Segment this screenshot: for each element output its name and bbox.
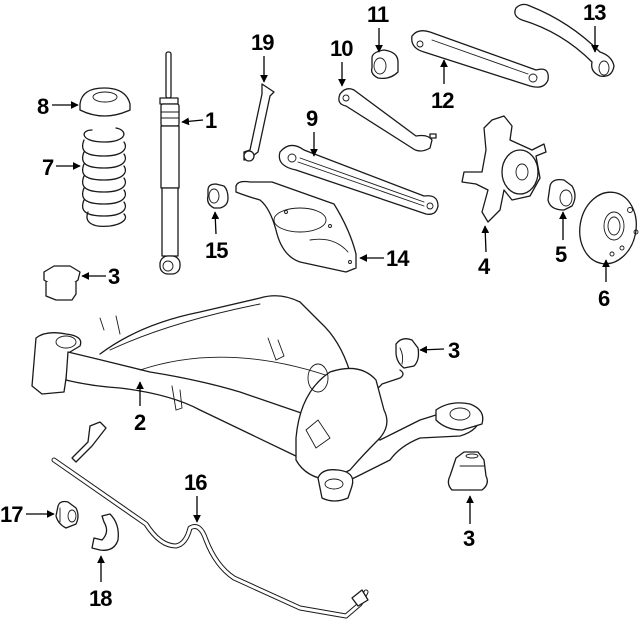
callout-18-label: 18	[89, 586, 112, 611]
callout-16[interactable]: 16	[184, 470, 208, 523]
callout-14-label: 14	[386, 246, 410, 271]
upper-control-arm-part[interactable]	[411, 30, 549, 88]
subframe-mount-lower-part[interactable]	[447, 451, 488, 491]
callout-1[interactable]: 1	[181, 108, 218, 133]
toe-link-part[interactable]	[338, 88, 437, 152]
callout-4[interactable]: 4	[478, 225, 492, 279]
callout-9[interactable]: 9	[306, 106, 319, 157]
callout-16-label: 16	[184, 470, 207, 495]
callout-4-label: 4	[478, 254, 491, 279]
callout-10-label: 10	[330, 36, 353, 61]
callout-11[interactable]: 11	[367, 2, 390, 53]
callout-6[interactable]: 6	[598, 259, 611, 311]
spring-insulator-part[interactable]	[79, 87, 131, 117]
callout-3c-label: 3	[463, 526, 475, 551]
callout-2[interactable]: 2	[134, 381, 147, 435]
callout-3b[interactable]: 3	[419, 338, 461, 363]
shock-absorber-part[interactable]	[159, 51, 181, 275]
callout-8-label: 8	[37, 94, 49, 119]
knuckle-part[interactable]	[461, 115, 547, 223]
callout-13-label: 13	[583, 0, 606, 25]
callout-13[interactable]: 13	[583, 0, 607, 53]
callout-2-label: 2	[134, 410, 146, 435]
callout-5[interactable]: 5	[555, 211, 568, 267]
stabilizer-bar-part[interactable]	[51, 421, 369, 619]
callout-19-label: 19	[251, 30, 274, 55]
callout-17[interactable]: 17	[0, 502, 55, 527]
callout-10[interactable]: 10	[330, 36, 354, 87]
callout-15[interactable]: 15	[205, 211, 229, 263]
callout-19[interactable]: 19	[251, 30, 275, 83]
lateral-arm-part[interactable]	[278, 144, 439, 215]
wheel-bearing-part[interactable]	[547, 178, 576, 211]
callout-15-label: 15	[205, 238, 228, 263]
stabilizer-bushing-part[interactable]	[55, 500, 79, 529]
callout-12[interactable]: 12	[431, 59, 455, 113]
stabilizer-link-part[interactable]	[243, 83, 275, 162]
bushing-11-part[interactable]	[370, 49, 399, 80]
coil-spring-part[interactable]	[81, 127, 127, 228]
callout-3c[interactable]: 3	[463, 495, 476, 551]
camber-arm-part[interactable]	[514, 3, 615, 77]
callout-7[interactable]: 7	[42, 155, 81, 180]
callout-7-label: 7	[42, 155, 54, 180]
callout-9-label: 9	[306, 106, 318, 131]
callout-5-label: 5	[555, 242, 567, 267]
hub-part[interactable]	[574, 188, 640, 269]
subframe-mount-right-part[interactable]	[395, 338, 420, 369]
lower-control-arm-part[interactable]	[235, 180, 357, 273]
callout-1-label: 1	[205, 108, 217, 133]
callout-18[interactable]: 18	[89, 555, 113, 611]
lower-arm-bushing-part[interactable]	[206, 183, 229, 209]
callout-3a[interactable]: 3	[81, 264, 121, 289]
stabilizer-bracket-part[interactable]	[91, 513, 119, 551]
callout-11-label: 11	[367, 2, 389, 27]
subframe-part[interactable]	[31, 295, 484, 502]
callout-3b-label: 3	[448, 338, 460, 363]
callout-8[interactable]: 8	[37, 94, 79, 119]
callout-6-label: 6	[598, 286, 610, 311]
subframe-mount-left-part[interactable]	[43, 265, 81, 301]
callout-17-label: 17	[0, 502, 23, 527]
callout-3a-label: 3	[108, 264, 120, 289]
callout-12-label: 12	[431, 88, 454, 113]
callout-14[interactable]: 14	[359, 246, 411, 271]
